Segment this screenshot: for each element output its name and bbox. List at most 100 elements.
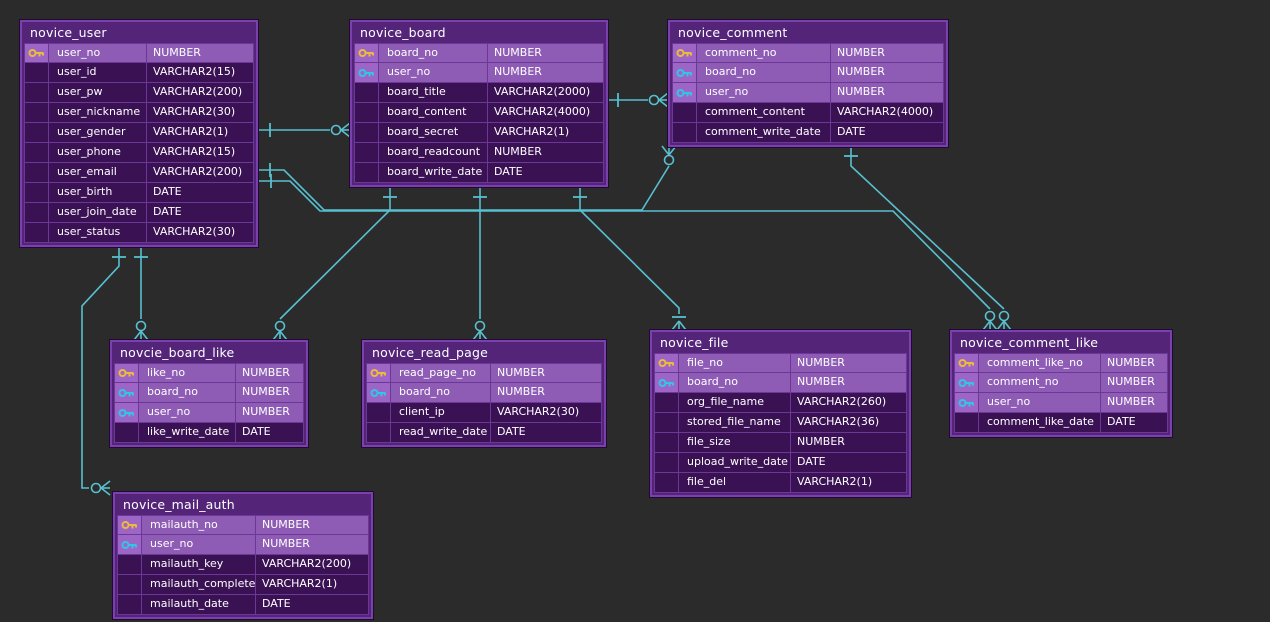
column-type: VARCHAR2(200) xyxy=(262,557,352,570)
key-cell xyxy=(367,383,391,402)
column-type: NUMBER xyxy=(497,366,545,379)
column-type: DATE xyxy=(153,185,182,198)
relationship-novice_user-to-novice_comment_like[interactable] xyxy=(258,174,998,331)
relationship-novice_board-to-novice_file[interactable] xyxy=(573,186,687,331)
column-name: upload_write_date xyxy=(679,453,791,472)
relationship-novice_user-to-novice_board[interactable] xyxy=(258,122,351,138)
column-type: NUMBER xyxy=(497,385,545,398)
entity-title: novcie_board_like xyxy=(120,345,235,360)
relationship-novice_board-to-novice_read_page[interactable] xyxy=(472,186,488,341)
column-name: org_file_name xyxy=(679,393,791,412)
column-name: file_del xyxy=(679,473,791,492)
foreign-key-icon xyxy=(118,408,134,417)
zero-cardinality-circle xyxy=(90,482,102,494)
key-cell xyxy=(673,63,697,82)
column-name: board_secret xyxy=(379,123,488,142)
key-cell xyxy=(955,393,979,412)
column-name: comment_no xyxy=(979,373,1101,392)
relationship-novice_comment-to-novice_comment_like[interactable] xyxy=(844,146,1012,331)
foreign-key-icon xyxy=(118,388,134,397)
column-name: file_size xyxy=(679,433,791,452)
column-type: VARCHAR2(30) xyxy=(153,225,236,238)
column-name: mailauth_no xyxy=(142,516,256,534)
column-row-user_birth[interactable]: user_birth DATE xyxy=(24,183,254,203)
key-cell xyxy=(355,63,379,82)
column-type: NUMBER xyxy=(242,405,290,418)
relationship-novice_board-to-novcie_board_like[interactable] xyxy=(272,186,397,341)
column-name: board_no xyxy=(697,63,831,82)
relationship-line xyxy=(258,165,670,211)
column-name: user_birth xyxy=(49,183,147,202)
column-type: NUMBER xyxy=(242,366,290,379)
zero-many-crowfoot-icon xyxy=(996,310,1012,331)
relationship-novice_user-to-novice_comment[interactable] xyxy=(258,145,677,211)
column-name: user_no xyxy=(979,393,1101,412)
column-type: NUMBER xyxy=(837,85,885,98)
key-cell xyxy=(25,163,49,182)
relationship-novice_user-to-novice_mail_auth[interactable] xyxy=(81,246,126,496)
key-cell xyxy=(25,103,49,122)
column-type: NUMBER xyxy=(797,356,845,369)
column-name: user_nickname xyxy=(49,103,147,122)
key-cell xyxy=(118,595,142,614)
column-name: user_phone xyxy=(49,143,147,162)
relationship-novice_user-to-novcie_board_like[interactable] xyxy=(133,246,149,341)
relationship-novice_board-to-novice_comment[interactable] xyxy=(608,92,669,108)
